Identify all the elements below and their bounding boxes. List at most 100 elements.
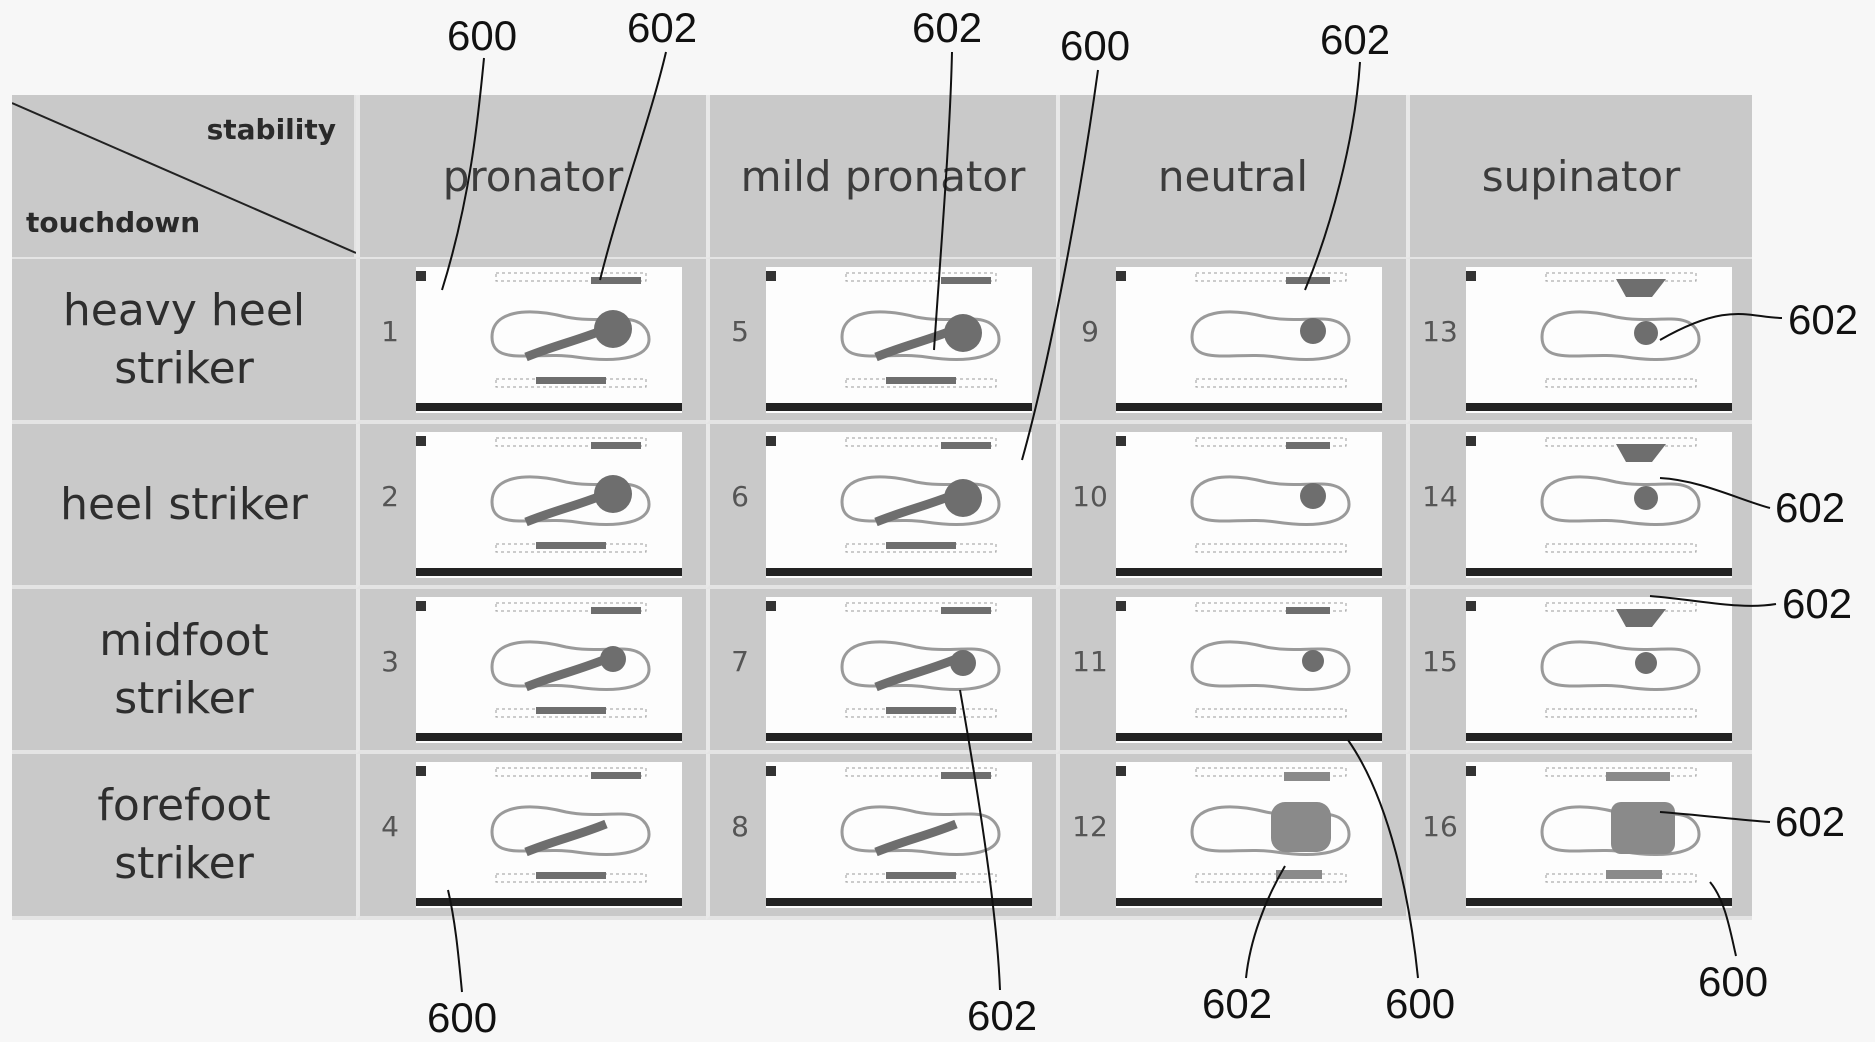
cell-number: 6 (731, 480, 749, 513)
lower-sole-outline (1195, 708, 1347, 718)
lateral-bar (591, 277, 641, 284)
medial-bar (536, 707, 606, 714)
pressure-zone (1300, 483, 1326, 509)
footprint-panel (1466, 597, 1732, 743)
cell: 6 (706, 424, 1056, 589)
footprint-outline (490, 640, 651, 691)
footprint-panel (766, 432, 1032, 578)
footprint-panel (1466, 432, 1732, 578)
footprint-drawing (766, 766, 1032, 906)
footprint-panel (416, 432, 682, 578)
footprint-drawing (1466, 436, 1732, 576)
medial-bar (886, 542, 956, 549)
ground-line (416, 733, 682, 741)
reference-numeral: 602 (1775, 798, 1846, 845)
cell: 11 (1056, 589, 1406, 754)
ground-line (416, 898, 682, 906)
lateral-zone (1616, 279, 1666, 297)
lateral-bar (591, 772, 641, 779)
lateral-zone (1616, 609, 1666, 627)
upper-sole-outline (1545, 602, 1697, 612)
ground-line (766, 403, 1032, 411)
column-header-neutral: neutral (1056, 95, 1406, 259)
lateral-bar (941, 772, 991, 779)
cell: 7 (706, 589, 1056, 754)
reference-numeral: 600 (1060, 22, 1131, 69)
medial-bar (886, 872, 956, 879)
pressure-zone (1300, 318, 1326, 344)
footprint-outline (840, 805, 1001, 856)
upper-sole-outline (845, 437, 997, 447)
upper-sole-outline (845, 272, 997, 282)
reference-numeral: 602 (627, 4, 698, 51)
cell-number: 10 (1072, 480, 1108, 513)
cell: 14 (1406, 424, 1752, 589)
lateral-bar (941, 277, 991, 284)
reference-numeral: 602 (912, 4, 983, 51)
pressure-zone (1634, 321, 1658, 345)
ground-line (1116, 898, 1382, 906)
footprint-outline (1540, 475, 1701, 526)
reference-numeral: 600 (427, 994, 498, 1041)
footprint-drawing (416, 766, 682, 906)
corner-marker (766, 436, 776, 446)
cell-number: 12 (1072, 810, 1108, 843)
footprint-outline (1540, 310, 1701, 361)
upper-sole-outline (1195, 767, 1347, 777)
cell-number: 3 (381, 645, 399, 678)
upper-sole-outline (1195, 602, 1347, 612)
reference-numeral: 600 (1698, 958, 1769, 1005)
corner-marker (1466, 271, 1476, 281)
row-header-heel-striker: heel striker (12, 424, 356, 589)
corner-marker (1116, 271, 1126, 281)
corner-marker (766, 766, 776, 776)
row-header-heavy-heel-striker: heavy heel striker (12, 259, 356, 424)
corner-marker (416, 766, 426, 776)
cell: 10 (1056, 424, 1406, 589)
medial-bar (886, 377, 956, 384)
pressure-zone (594, 475, 632, 513)
lateral-bar (1284, 772, 1330, 781)
footprint-drawing (1466, 601, 1732, 741)
pronation-band (874, 324, 958, 362)
lower-sole-outline (1545, 378, 1697, 388)
column-header-pronator: pronator (356, 95, 706, 259)
footprint-drawing (766, 271, 1032, 411)
cell-number: 13 (1422, 315, 1458, 348)
corner-label-stability: stability (206, 113, 336, 146)
footprint-drawing (416, 436, 682, 576)
ground-line (766, 733, 1032, 741)
corner-marker (1116, 436, 1126, 446)
corner-marker (766, 271, 776, 281)
upper-sole-outline (1545, 767, 1697, 777)
lateral-bar (1286, 607, 1330, 614)
footprint-drawing (1116, 766, 1382, 906)
lower-sole-outline (1195, 873, 1347, 883)
ground-line (766, 568, 1032, 576)
footprint-outline (1540, 805, 1701, 856)
reference-numeral: 600 (447, 12, 518, 59)
column-header-supinator: supinator (1406, 95, 1752, 259)
ground-line (1116, 568, 1382, 576)
cell-number: 2 (381, 480, 399, 513)
cell-number: 9 (1081, 315, 1099, 348)
ground-line (1466, 898, 1732, 906)
lateral-bar (1286, 277, 1330, 284)
footprint-panel (766, 597, 1032, 743)
footprint-panel (1466, 267, 1732, 413)
cell: 3 (356, 589, 706, 754)
cell: 8 (706, 754, 1056, 920)
corner-diagonal (12, 102, 356, 254)
footprint-outline (1190, 640, 1351, 691)
ground-line (1466, 733, 1732, 741)
footprint-panel (416, 267, 682, 413)
cell-number: 16 (1422, 810, 1458, 843)
footprint-panel (1116, 432, 1382, 578)
corner-marker (1466, 436, 1476, 446)
pronation-band (874, 489, 958, 527)
corner-marker (1466, 766, 1476, 776)
ground-line (766, 898, 1032, 906)
footprint-drawing (1116, 271, 1382, 411)
footprint-panel (1116, 267, 1382, 413)
upper-sole-outline (495, 602, 647, 612)
